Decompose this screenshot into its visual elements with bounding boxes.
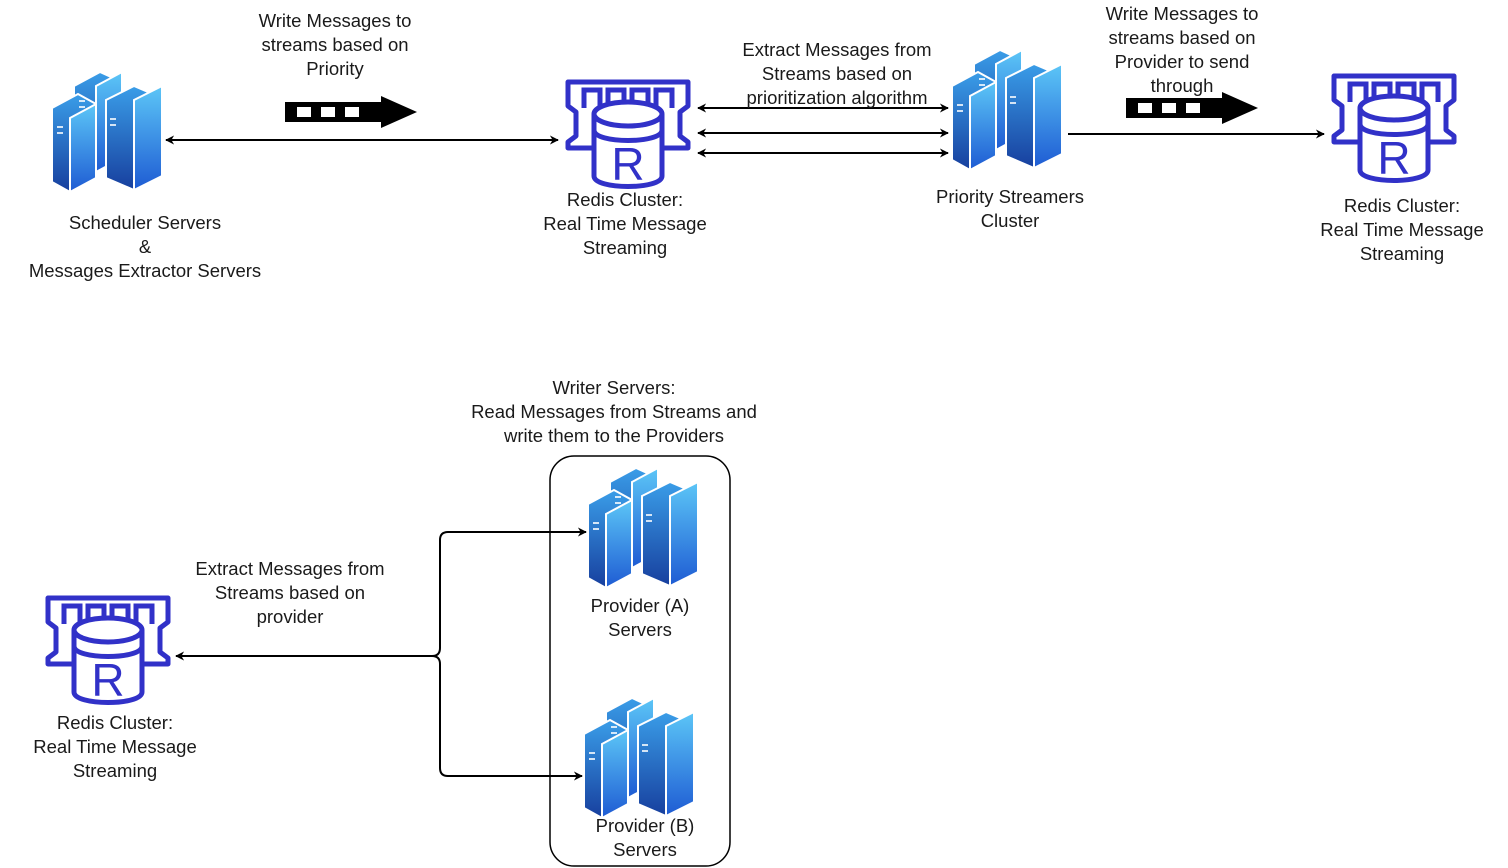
label-scheduler: Scheduler Servers&Messages Extractor Ser… bbox=[28, 212, 262, 281]
server-cluster-icon bbox=[587, 467, 699, 589]
label-writer-servers: Writer Servers:Read Messages from Stream… bbox=[471, 377, 757, 446]
redis-letter: R bbox=[1377, 132, 1410, 184]
redis-letter: R bbox=[91, 654, 124, 706]
writer-servers-group bbox=[549, 455, 731, 867]
stream-arrow-icon bbox=[285, 96, 417, 128]
server-cluster-icon bbox=[583, 697, 695, 819]
label-provider-b: Provider (B)Servers bbox=[595, 815, 695, 860]
redis3-providerb-connector bbox=[431, 655, 583, 781]
redis-letter: R bbox=[611, 138, 644, 190]
server-cluster-icon bbox=[951, 49, 1063, 171]
server-cluster-icon bbox=[51, 71, 163, 193]
label-provider-a: Provider (A)Servers bbox=[590, 595, 690, 640]
